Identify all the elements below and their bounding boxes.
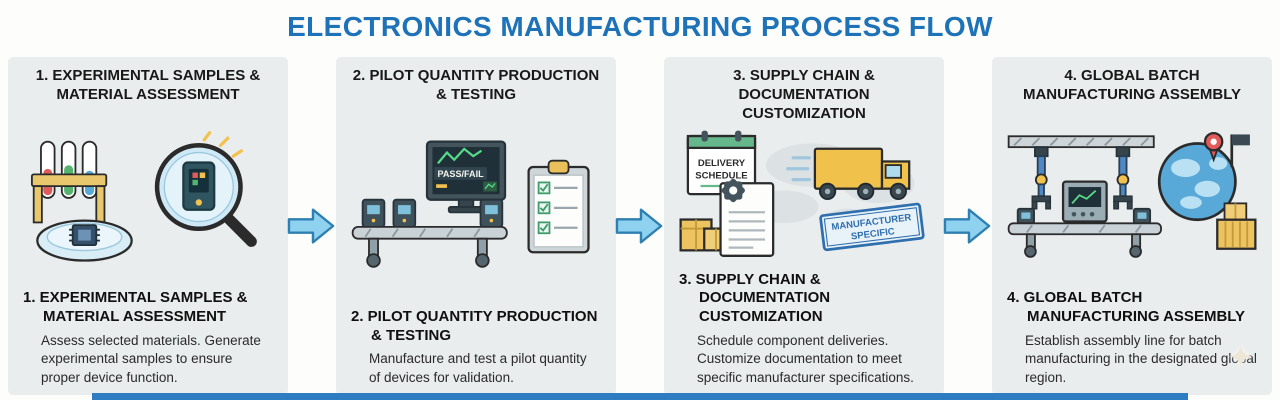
- arrow-right-icon: [943, 208, 991, 244]
- step-3-subtitle: 3. SUPPLY CHAIN & DOCUMENTATION CUSTOMIZ…: [679, 270, 831, 326]
- step-2-illustration: PASS/FAIL: [349, 107, 603, 305]
- petri-dish-icon: [36, 219, 133, 262]
- step-3-description: Schedule component deliveries. Customize…: [697, 332, 914, 385]
- step-2-heading: 2. PILOT QUANTITY PRODUCTION & TESTING: [352, 67, 600, 103]
- gear-icon: [721, 179, 745, 203]
- step-1-subtitle: 1. EXPERIMENTAL SAMPLES & MATERIAL ASSES…: [23, 289, 248, 326]
- globe-icon: [1157, 131, 1250, 221]
- step-panel-3: 3. SUPPLY CHAIN & DOCUMENTATION CUSTOMIZ…: [664, 57, 944, 395]
- arrow-2: [615, 57, 664, 395]
- global-assembly-illustration: [1007, 131, 1257, 258]
- truck-icon: [786, 148, 911, 201]
- bottom-accent-bar: [92, 393, 1188, 400]
- chip-icon: [69, 223, 100, 246]
- manufacturer-stamp-icon: MANUFACTURER SPECIFIC: [819, 203, 925, 252]
- step-panel-1: 1. EXPERIMENTAL SAMPLES & MATERIAL ASSES…: [8, 57, 288, 395]
- location-pin-icon: [1203, 131, 1224, 163]
- step-1-description: Assess selected materials. Generate expe…: [41, 332, 261, 385]
- document-gear-icon: [719, 179, 775, 258]
- step-panel-2: 2. PILOT QUANTITY PRODUCTION & TESTING P…: [336, 57, 616, 395]
- motion-lines-icon: [786, 156, 812, 182]
- test-tube-rack-icon: [30, 140, 108, 224]
- step-3-heading: 3. SUPPLY CHAIN & DOCUMENTATION CUSTOMIZ…: [733, 67, 875, 122]
- page-title: ELECTRONICS MANUFACTURING PROCESS FLOW: [287, 11, 993, 42]
- step-2-subtitle: 2. PILOT QUANTITY PRODUCTION & TESTING: [351, 307, 598, 344]
- process-flow-row: 1. EXPERIMENTAL SAMPLES & MATERIAL ASSES…: [8, 57, 1272, 395]
- calendar-icon: DELIVERY SCHEDULE: [686, 131, 757, 196]
- container-icon: [1216, 202, 1257, 250]
- step-4-illustration: [1005, 107, 1259, 286]
- clipboard-icon: [527, 159, 590, 254]
- step-1-heading: 1. EXPERIMENTAL SAMPLES & MATERIAL ASSES…: [35, 67, 261, 103]
- step-3-illustration: DELIVERY SCHEDULE: [677, 123, 931, 267]
- checklist-icon: [537, 181, 578, 235]
- assembly-rail-icon: [1007, 135, 1155, 148]
- step-4-subtitle: 4. GLOBAL BATCH MANUFACTURING ASSEMBLY: [1007, 289, 1246, 326]
- magnifier-icon: [154, 130, 257, 247]
- flag-icon: [1230, 134, 1250, 167]
- arrow-right-icon: [615, 208, 663, 244]
- supply-chain-illustration: DELIVERY SCHEDULE: [679, 131, 925, 258]
- conveyor-icon: [1007, 207, 1162, 258]
- samples-assessment-illustration: [30, 130, 257, 262]
- step-2-description: Manufacture and test a pilot quantity of…: [369, 351, 587, 385]
- device-icon: [182, 161, 216, 211]
- sparkle-lines-icon: [202, 130, 244, 158]
- arrow-right-icon: [287, 208, 335, 244]
- calendar-label-line2: SCHEDULE: [695, 171, 747, 182]
- arrow-3: [943, 57, 992, 395]
- step-4-description: Establish assembly line for batch manufa…: [1025, 332, 1257, 385]
- sparkle-decoration-icon: ✦: [1227, 339, 1254, 375]
- test-monitor-icon: PASS/FAIL: [425, 140, 507, 214]
- continents-icon: [1171, 156, 1228, 209]
- step-panel-4: 4. GLOBAL BATCH MANUFACTURING ASSEMBLY: [992, 57, 1272, 395]
- stamp-label-line2: SPECIFIC: [850, 227, 895, 243]
- pass-fail-label: PASS/FAIL: [437, 169, 484, 179]
- calendar-label-line1: DELIVERY: [698, 158, 746, 169]
- console-icon: [1061, 180, 1108, 223]
- conveyor-icon: [351, 198, 508, 268]
- robot-arm-icon: [1031, 145, 1052, 210]
- pilot-production-illustration: PASS/FAIL: [351, 140, 590, 268]
- robot-arm-icon: [1113, 145, 1133, 210]
- step-4-heading: 4. GLOBAL BATCH MANUFACTURING ASSEMBLY: [1022, 67, 1242, 103]
- arrow-1: [287, 57, 336, 395]
- step-1-illustration: [21, 107, 275, 286]
